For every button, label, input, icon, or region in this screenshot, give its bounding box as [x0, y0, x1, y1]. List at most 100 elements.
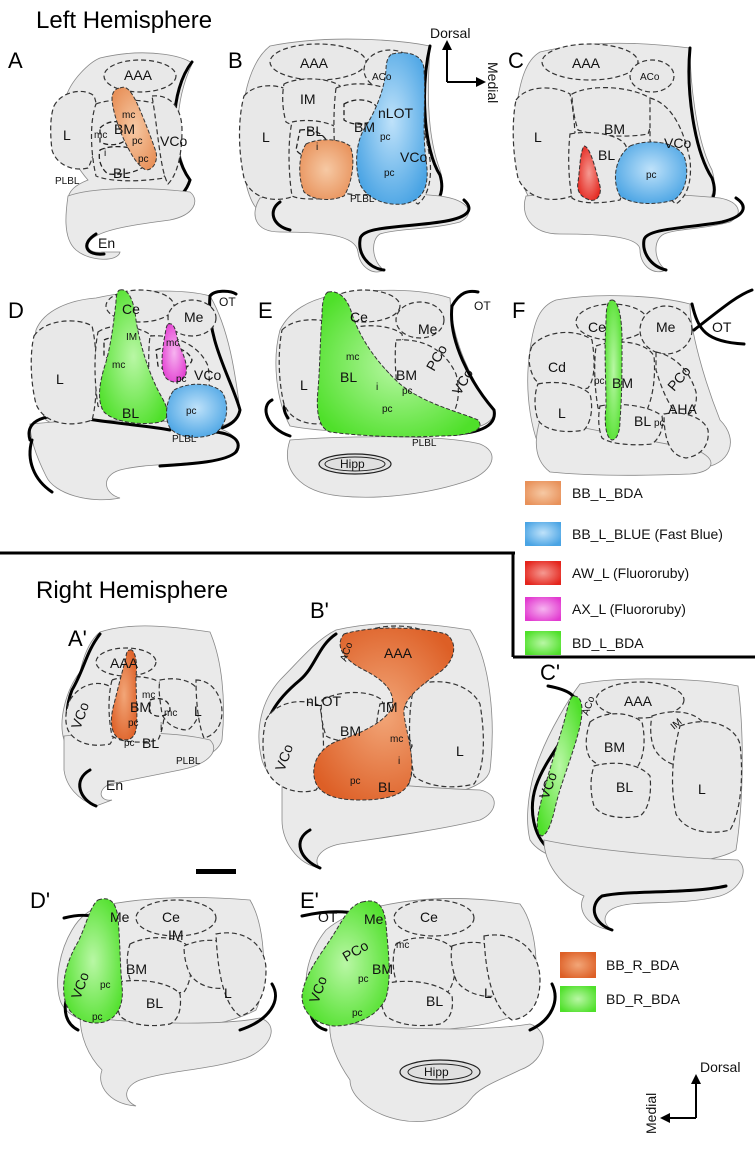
region-BM-F: BM [612, 375, 633, 391]
region-BL-F: BL [634, 413, 651, 429]
region-pc-E: pc [402, 386, 413, 397]
region-mc-A-prime: mc [142, 690, 155, 701]
region-IM-B: IM [300, 91, 316, 107]
legend-label-AW_L: AW_L (Fluororuby) [572, 565, 689, 581]
region-VCo-D: VCo [194, 367, 221, 383]
region-i-E: i [376, 382, 378, 393]
region-AAA-B-prime: AAA [384, 645, 413, 661]
region-BM-C: BM [604, 121, 625, 137]
panel-F: F Ce Me OT Cd L pc BM BL pc PCo AHA [512, 290, 752, 475]
panel-A-prime: A' AAA VCo BM BL L mc mc pc pc i PLBL En [62, 626, 224, 806]
legend-label-AX_L: AX_L (Fluororuby) [572, 601, 686, 617]
region-IM-B-prime: IM [382, 699, 398, 715]
panel-D: D Ce Me IM L mc mc pc BL pc VCo PLBL OT [8, 290, 240, 500]
panel-B: B AAA ACo IM L BL BM nLOT VCo pc pc i PL… [228, 39, 469, 272]
dorsal-label-top: Dorsal [430, 25, 470, 41]
region-PLBL-E: PLBL [412, 438, 437, 449]
region-pc2-D-prime: pc [92, 1012, 103, 1023]
region-IM-D-prime: IM [168, 927, 184, 943]
region-BL-E: BL [340, 369, 357, 385]
region-i-B: i [316, 142, 318, 153]
panel-letter-D: D [8, 298, 24, 323]
panel-B-prime: B' AAA ACo IM nLOT BM VCo mc L i pc BL [259, 598, 494, 868]
region-BM-E-prime: BM [372, 961, 393, 977]
region-BM-B: BM [354, 119, 375, 135]
panel-A: A AAA L BM BL VCo mc mc pc pc i PLBL En [8, 48, 195, 259]
region-BL-C: BL [598, 147, 615, 163]
region-En-A: En [98, 235, 115, 251]
region-L-A: L [63, 127, 71, 143]
legend-swatch-BD_L_BDA [525, 631, 561, 655]
legend-label-BD_R_BDA: BD_R_BDA [606, 991, 681, 1007]
region-PLBL-D: PLBL [172, 434, 197, 445]
legend-label-BB_R_BDA: BB_R_BDA [606, 957, 680, 973]
region-Ce-F: Ce [588, 319, 606, 335]
region-BM-D-prime: BM [126, 961, 147, 977]
panel-letter-B-prime: B' [310, 598, 329, 623]
region-pc2-D: pc [186, 406, 197, 417]
region-BM-C-prime: BM [604, 739, 625, 755]
legend-left-hemisphere: BB_L_BDA BB_L_BLUE (Fast Blue) AW_L (Flu… [525, 481, 723, 655]
panel-E: E Ce Me L mc BL BM pc i pc PCo VCo PLBL … [258, 290, 494, 497]
region-Me-E: Me [418, 321, 438, 337]
region-OT-F: OT [712, 319, 732, 335]
panel-C-prime: C' AAA ACo IM BM BL L VCo [528, 660, 744, 930]
region-Me-F: Me [656, 319, 676, 335]
panel-letter-A-prime: A' [68, 626, 87, 651]
region-BL-E-prime: BL [426, 993, 443, 1009]
region-pc-E-prime: pc [358, 974, 369, 985]
region-OT-E-prime: OT [318, 909, 338, 925]
region-L-B: L [262, 129, 270, 145]
region-En-A-prime: En [106, 777, 123, 793]
legend-right-hemisphere: BB_R_BDA BD_R_BDA [560, 952, 681, 1012]
region-L-D: L [56, 371, 64, 387]
region-VCo-A: VCo [160, 133, 187, 149]
region-BL-C-prime: BL [616, 779, 633, 795]
region-BM-E: BM [396, 367, 417, 383]
region-AAA-A: AAA [124, 67, 153, 83]
region-AAA-C: AAA [572, 55, 601, 71]
region-BL-D: BL [122, 405, 139, 421]
region-mc-B-prime: mc [390, 734, 403, 745]
region-VCo-C: VCo [664, 135, 691, 151]
panel-letter-B: B [228, 48, 243, 73]
region-L-B-prime: L [456, 743, 464, 759]
region-pc-D: pc [176, 374, 187, 385]
region-L-C: L [534, 129, 542, 145]
region-BL-B: BL [306, 123, 323, 139]
region-mc2-A: mc [94, 130, 107, 141]
region-ACo-C: ACo [640, 72, 660, 83]
region-L-A-prime: L [194, 703, 202, 719]
region-VCo-B: VCo [400, 149, 427, 165]
panel-letter-A: A [8, 48, 23, 73]
region-pc-F: pc [594, 376, 605, 387]
region-PLBL-B: PLBL [350, 194, 375, 205]
region-pc2-A-prime: pc [124, 738, 135, 749]
region-pc-D-prime: pc [100, 980, 111, 991]
region-BM-B-prime: BM [340, 723, 361, 739]
medial-label-bottom: Medial [643, 1093, 659, 1134]
orientation-compass-top: Dorsal Medial [430, 25, 501, 103]
region-Me-D-prime: Me [110, 909, 130, 925]
region-pc-A-prime: pc [128, 718, 139, 729]
region-i-A-prime: i [160, 722, 162, 733]
panel-C: C AAA ACo L BM BL VCo pc [508, 43, 743, 272]
region-Ce-E: Ce [350, 309, 368, 325]
region-IM-D: IM [126, 332, 137, 343]
region-mc2-D: mc [166, 338, 179, 349]
legend-label-BB_L_BLUE: BB_L_BLUE (Fast Blue) [572, 526, 723, 542]
panel-D-prime: D' Me Ce IM BM BL L VCo pc pc [30, 888, 275, 1106]
panel-letter-E: E [258, 298, 273, 323]
legend-swatch-BB_L_BDA [525, 481, 561, 505]
region-Me-E-prime: Me [364, 911, 384, 927]
region-mc-D: mc [112, 360, 125, 371]
panel-letter-C-prime: C' [540, 660, 560, 685]
region-Me-D: Me [184, 309, 204, 325]
region-i-A: i [104, 148, 106, 159]
panel-letter-E-prime: E' [300, 888, 319, 913]
legend-label-BD_L_BDA: BD_L_BDA [572, 635, 644, 651]
legend-swatch-BD_R_BDA [560, 986, 596, 1012]
region-pc2-E: pc [382, 404, 393, 415]
region-mc2-A-prime: mc [164, 708, 177, 719]
panel-letter-C: C [508, 48, 524, 73]
